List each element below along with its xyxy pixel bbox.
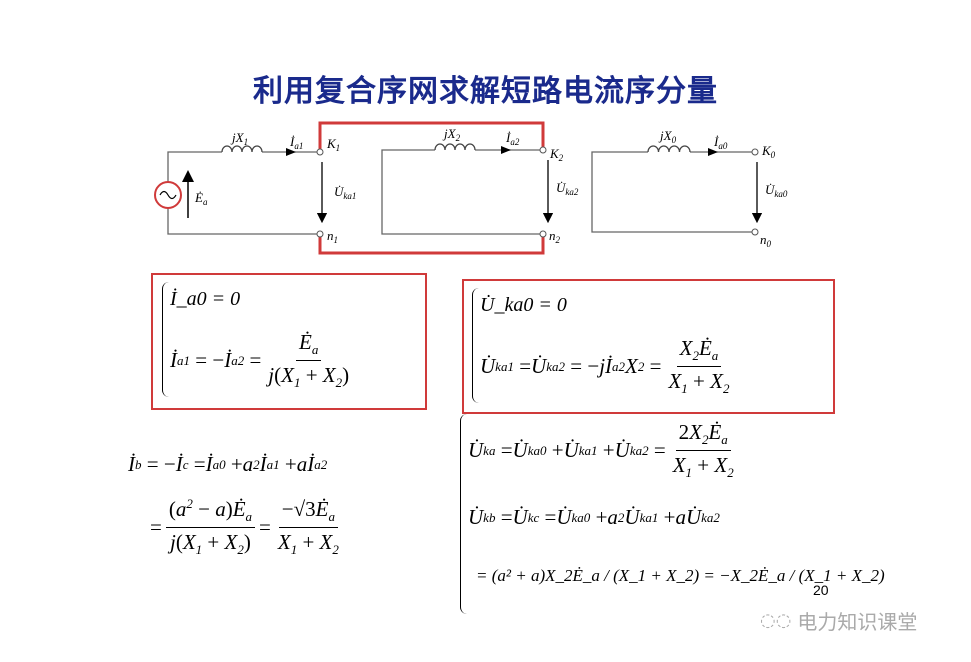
brace [472,288,479,403]
page-number: 20 [813,582,829,598]
label-uka0: U̇ka0 [765,182,788,199]
label-k1: K1 [326,136,340,153]
voltage-result-box [462,279,835,414]
equation-box2-line1: U̇_ka0 = 0 [480,294,567,316]
label-n1: n1 [327,228,338,245]
watermark-text: 电力知识课堂 [797,610,918,634]
zero-seq-wire [591,151,752,233]
current-result-box [151,273,427,410]
current-arrow-icons [286,146,718,156]
label-n0: n0 [760,232,772,249]
label-ia2: İa2 [505,130,520,147]
label-k0: K0 [761,143,776,160]
brace [162,282,169,397]
label-jx1: jX1 [230,130,248,147]
label-ea: Ėa [194,190,208,207]
negative-seq-wire [381,149,540,235]
label-uka2: U̇ka2 [556,180,579,197]
label-n2: n2 [549,228,561,245]
label-jx0: jX0 [658,128,677,145]
wechat-icon: ◌◌ [760,610,792,631]
positive-seq-wire [167,151,317,235]
terminal-nodes [316,146,759,238]
voltage-arrow-icons [316,160,763,224]
label-ia1: İa1 [289,134,303,151]
label-k2: K2 [549,146,564,163]
equation-box1-line1: İ_a0 = 0 [170,288,241,310]
brace [460,414,467,614]
equation-right-line3: = (a² + a)X_2Ė_a / (X_1 + X_2) = −X_2Ė_a… [476,566,885,585]
watermark: ◌◌ 电力知识课堂 [760,606,917,635]
inductor-icons [221,143,691,153]
label-jx2: jX2 [442,126,461,143]
label-uka1: U̇ka1 [334,184,356,201]
short-circuit-connection [318,121,545,255]
slide-title: 利用复合序网求解短路电流序分量 [253,74,718,109]
label-ia0: İa0 [713,134,728,151]
